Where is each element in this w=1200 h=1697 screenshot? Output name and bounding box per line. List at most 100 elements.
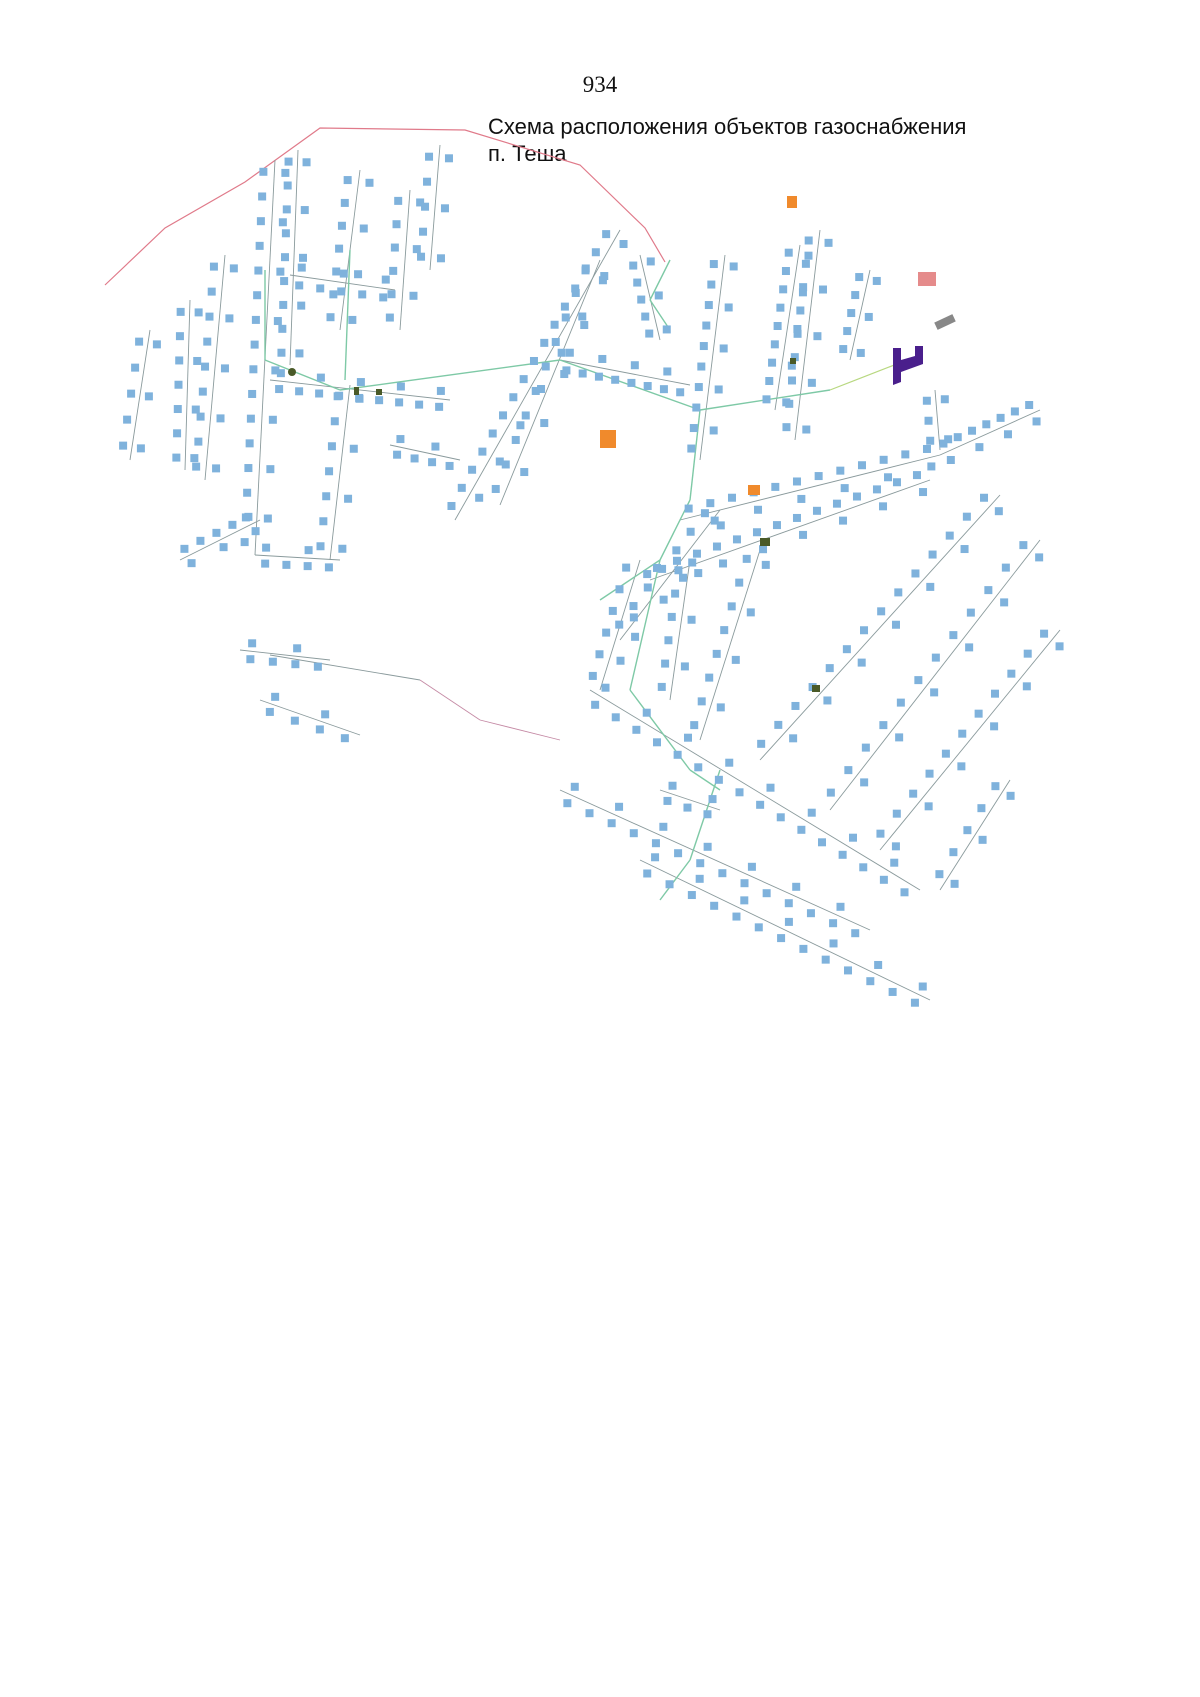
building-icon — [282, 205, 291, 214]
building-icon — [1023, 649, 1032, 658]
building-icon — [337, 287, 346, 296]
building-icon — [491, 484, 500, 493]
street-line — [259, 699, 361, 736]
building-icon — [393, 450, 402, 459]
building-icon — [732, 535, 741, 544]
building-icon — [291, 660, 300, 669]
street-line — [794, 229, 821, 441]
building-icon — [950, 879, 959, 888]
building-icon — [295, 387, 304, 396]
building-icon — [679, 573, 688, 582]
building-icon — [581, 264, 590, 273]
building-icon — [358, 290, 367, 299]
building-icon — [326, 313, 335, 322]
building-icon — [844, 766, 853, 775]
building-icon — [982, 420, 991, 429]
building-icon — [192, 462, 201, 471]
building-icon — [551, 337, 560, 346]
building-icon — [754, 505, 763, 514]
building-icon — [332, 267, 341, 276]
building-icon — [699, 342, 708, 351]
building-icon — [335, 244, 344, 253]
building-icon — [686, 527, 695, 536]
building-icon — [683, 733, 692, 742]
building-icon — [768, 358, 777, 367]
building-icon — [281, 253, 290, 262]
street-line — [479, 719, 561, 741]
building-icon — [1040, 629, 1049, 638]
building-icon — [417, 252, 426, 261]
building-icon — [735, 788, 744, 797]
building-icon — [909, 789, 918, 798]
building-icon — [1007, 669, 1016, 678]
building-icon — [788, 376, 797, 385]
building-icon — [838, 850, 847, 859]
building-icon — [340, 198, 349, 207]
building-icon — [785, 399, 794, 408]
building-icon — [705, 673, 714, 682]
building-icon — [689, 424, 698, 433]
building-icon — [719, 344, 728, 353]
building-icon — [255, 241, 264, 250]
street-line — [659, 789, 721, 811]
building-icon — [824, 238, 833, 247]
building-icon — [823, 696, 832, 705]
building-icon — [316, 373, 325, 382]
building-icon — [703, 810, 712, 819]
building-icon — [695, 874, 704, 883]
building-icon — [895, 733, 904, 742]
building-icon — [258, 192, 267, 201]
building-icon — [520, 468, 529, 477]
gas-facility-orange-1 — [787, 196, 797, 208]
building-icon — [251, 315, 260, 324]
building-icon — [872, 485, 881, 494]
building-icon — [615, 620, 624, 629]
street-line — [184, 299, 191, 471]
building-icon — [276, 267, 285, 276]
building-icon — [415, 400, 424, 409]
street-line — [269, 379, 451, 401]
street-line — [639, 254, 661, 341]
building-icon — [935, 870, 944, 879]
building-icon — [962, 512, 971, 521]
street-line — [669, 559, 691, 701]
building-icon — [349, 444, 358, 453]
building-icon — [790, 353, 799, 362]
building-icon — [793, 324, 802, 333]
street-line — [849, 269, 871, 361]
building-icon — [667, 612, 676, 621]
building-icon — [1032, 417, 1041, 426]
street-line — [829, 539, 1041, 811]
street-line — [269, 654, 421, 681]
building-icon — [519, 375, 528, 384]
building-icon — [262, 543, 271, 552]
gas-facility-orange-2 — [600, 430, 616, 448]
building-icon — [781, 267, 790, 276]
building-icon — [509, 393, 518, 402]
building-icon — [248, 389, 257, 398]
streets-layer — [129, 144, 1061, 1001]
building-icon — [919, 488, 928, 497]
gas-regulator-icon — [354, 387, 359, 395]
building-icon — [740, 896, 749, 905]
building-icon — [771, 482, 780, 491]
building-icon — [343, 176, 352, 185]
gas-facility-grey — [934, 314, 956, 330]
building-icon — [284, 157, 293, 166]
building-icon — [290, 716, 299, 725]
building-icon — [501, 460, 510, 469]
building-icon — [742, 554, 751, 563]
building-icon — [595, 650, 604, 659]
building-icon — [784, 248, 793, 257]
gas-regulator-icon — [790, 358, 796, 364]
building-icon — [300, 206, 309, 215]
building-icon — [818, 838, 827, 847]
building-icon — [282, 560, 291, 569]
building-icon — [212, 528, 221, 537]
building-icon — [385, 313, 394, 322]
building-icon — [791, 701, 800, 710]
building-icon — [665, 880, 674, 889]
building-icon — [990, 722, 999, 731]
building-icon — [212, 464, 221, 473]
